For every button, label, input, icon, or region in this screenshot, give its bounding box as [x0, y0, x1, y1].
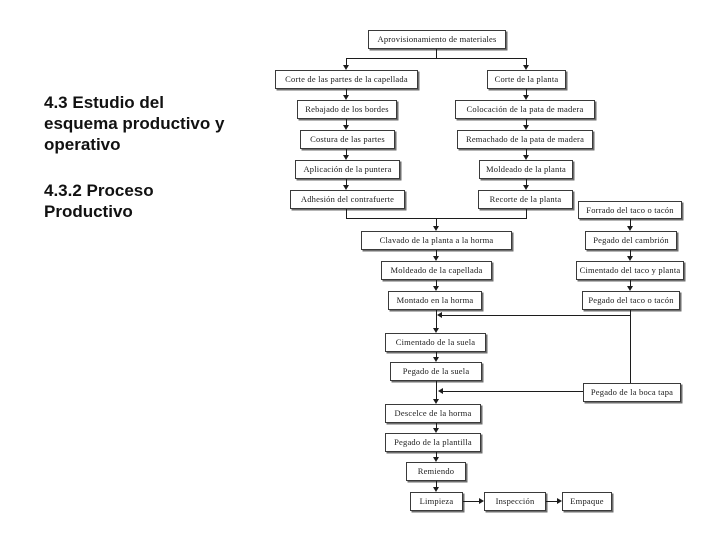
flow-node-inspeccion: Inspección	[484, 492, 546, 511]
arrowhead-right-icon	[479, 498, 484, 504]
arrowhead-down-icon	[523, 65, 529, 70]
arrowhead-down-icon	[433, 328, 439, 333]
connector-line-vertical	[526, 179, 527, 186]
arrowhead-down-icon	[523, 95, 529, 100]
arrowhead-down-icon	[627, 226, 633, 231]
connector-line-vertical	[436, 352, 437, 358]
connector-line-vertical	[526, 119, 527, 126]
arrowhead-down-icon	[433, 226, 439, 231]
flow-node-pegado-suela: Pegado de la suela	[390, 362, 482, 381]
arrowhead-down-icon	[523, 155, 529, 160]
connector-line-vertical	[526, 209, 527, 219]
connector-line-horizontal	[442, 315, 630, 316]
flow-node-pegado-plantilla: Pegado de la plantilla	[385, 433, 481, 452]
arrowhead-right-icon	[557, 498, 562, 504]
flow-node-cimentado-taco: Cimentado del taco y planta	[576, 261, 684, 280]
connector-line-vertical	[436, 452, 437, 458]
connector-line-vertical	[436, 250, 437, 257]
arrowhead-down-icon	[343, 125, 349, 130]
connector-line-vertical	[436, 481, 437, 488]
flow-node-remiendo: Remiendo	[406, 462, 466, 481]
connector-line-vertical	[526, 149, 527, 156]
flow-node-clavado-planta: Clavado de la planta a la horma	[361, 231, 512, 250]
connector-line-vertical	[346, 179, 347, 186]
arrowhead-down-icon	[343, 155, 349, 160]
connector-line-horizontal	[346, 58, 527, 59]
connector-line-vertical	[436, 49, 437, 58]
flow-node-moldeado-planta: Moldeado de la planta	[479, 160, 573, 179]
flow-node-descelce-horma: Descelce de la horma	[385, 404, 481, 423]
arrowhead-down-icon	[433, 428, 439, 433]
connector-line-vertical	[436, 218, 437, 227]
connector-line-horizontal	[443, 391, 583, 392]
arrowhead-down-icon	[433, 487, 439, 492]
connector-line-vertical	[630, 310, 631, 383]
connector-line-horizontal	[463, 501, 480, 502]
flow-node-empaque: Empaque	[562, 492, 612, 511]
flow-node-rebajado-bordes: Rebajado de los bordes	[297, 100, 397, 119]
connector-line-vertical	[346, 119, 347, 126]
arrowhead-down-icon	[433, 357, 439, 362]
flow-node-aplicacion-puntera: Aplicación de la puntera	[295, 160, 400, 179]
arrowhead-down-icon	[433, 256, 439, 261]
arrowhead-left-icon	[437, 312, 442, 318]
flow-node-pegado-taco: Pegado del taco o tacón	[582, 291, 680, 310]
flow-node-montado-horma: Montado en la horma	[388, 291, 482, 310]
flow-node-pegado-cambrion: Pegado del cambrión	[585, 231, 677, 250]
flow-node-corte-capellada: Corte de las partes de la capellada	[275, 70, 418, 89]
connector-line-vertical	[346, 58, 347, 66]
flow-node-colocacion-pata: Colocación de la pata de madera	[455, 100, 595, 119]
arrowhead-down-icon	[433, 457, 439, 462]
arrowhead-down-icon	[627, 256, 633, 261]
connector-line-vertical	[526, 89, 527, 96]
arrowhead-down-icon	[343, 65, 349, 70]
connector-line-vertical	[630, 250, 631, 257]
flow-node-cimentado-suela: Cimentado de la suela	[385, 333, 486, 352]
connector-line-vertical	[436, 423, 437, 429]
arrowhead-down-icon	[433, 399, 439, 404]
connector-line-vertical	[526, 58, 527, 66]
flow-node-remachado-pata: Remachado de la pata de madera	[457, 130, 593, 149]
connector-line-vertical	[346, 149, 347, 156]
connector-line-vertical	[436, 381, 437, 400]
flow-node-aprovisionamiento: Aprovisionamiento de materiales	[368, 30, 506, 49]
connector-line-vertical	[436, 280, 437, 287]
connector-line-vertical	[346, 89, 347, 96]
flow-node-corte-planta: Corte de la planta	[487, 70, 566, 89]
flow-node-recorte-planta: Recorte de la planta	[478, 190, 573, 209]
flow-node-adhesion-contrafuerte: Adhesión del contrafuerte	[290, 190, 405, 209]
subsection-title: 4.3.2 Proceso Productivo	[44, 181, 154, 221]
arrowhead-down-icon	[433, 286, 439, 291]
arrowhead-down-icon	[627, 286, 633, 291]
arrowhead-left-icon	[438, 388, 443, 394]
arrowhead-down-icon	[523, 125, 529, 130]
connector-line-vertical	[436, 310, 437, 329]
flow-node-pegado-boca-tapa: Pegado de la boca tapa	[583, 383, 681, 402]
connector-line-vertical	[346, 209, 347, 219]
section-title: 4.3 Estudio del esquema productivo y ope…	[44, 93, 225, 154]
connector-line-vertical	[630, 219, 631, 227]
arrowhead-down-icon	[343, 185, 349, 190]
arrowhead-down-icon	[343, 95, 349, 100]
flow-node-forrado-taco: Forrado del taco o tacón	[578, 201, 682, 219]
connector-line-vertical	[630, 280, 631, 287]
flow-node-limpieza: Limpieza	[410, 492, 463, 511]
connector-line-horizontal	[546, 501, 558, 502]
flow-node-moldeado-capellada: Moldeado de la capellada	[381, 261, 492, 280]
flow-node-costura-partes: Costura de las partes	[300, 130, 395, 149]
arrowhead-down-icon	[523, 185, 529, 190]
